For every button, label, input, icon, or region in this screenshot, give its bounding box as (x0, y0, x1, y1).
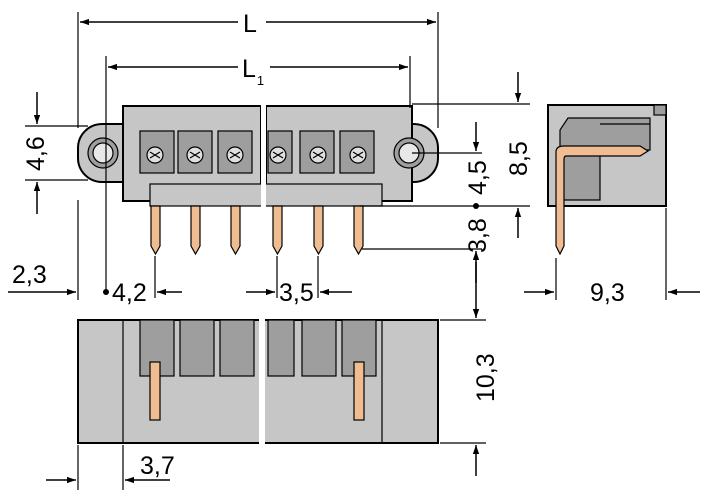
dim-10-3: 10,3 (472, 353, 500, 402)
dim-9-3: 9,3 (590, 279, 625, 307)
pin (230, 205, 241, 256)
pin (353, 205, 364, 256)
dim-4-2: 4,2 (112, 279, 147, 307)
bottom-view (77, 316, 439, 447)
dimensions: L L1 4,6 8,5 4,5 3,8 2,3 (8, 10, 700, 490)
screw-cavity (267, 130, 293, 174)
dim-2-3: 2,3 (12, 261, 47, 289)
screw-cavities (139, 130, 375, 174)
pin (190, 205, 201, 256)
pin (272, 205, 283, 256)
bottom-pin-left (149, 361, 161, 421)
bottom-pin-right (353, 361, 365, 421)
pin (150, 205, 161, 256)
side-latch (653, 104, 667, 116)
bottom-housing (77, 319, 439, 444)
screw-cavity (299, 130, 335, 174)
housing-break-gap (261, 102, 266, 206)
dim-8-5: 8,5 (505, 141, 533, 176)
bottom-break-gap (259, 316, 265, 447)
side-view (547, 104, 667, 256)
dim-3-8: 3,8 (464, 218, 492, 253)
solder-pins (150, 205, 364, 256)
screw-cavity (217, 130, 253, 174)
dim-L: L (243, 10, 257, 38)
dim-3-5: 3,5 (279, 279, 314, 307)
dim-3-7: 3,7 (140, 452, 175, 480)
pin (313, 205, 324, 256)
screw-cavity (139, 130, 175, 174)
front-view (77, 102, 439, 256)
side-cavity (559, 117, 651, 201)
screw-cavity (177, 130, 213, 174)
dim-4-6: 4,6 (22, 136, 50, 171)
dim-L1: L1 (242, 55, 264, 88)
screw-cavity (339, 130, 375, 174)
dim-4-5: 4,5 (464, 160, 492, 195)
bottom-slots (139, 319, 377, 377)
ledge-gap (261, 182, 266, 208)
bent-contact (555, 145, 650, 256)
mounting-hole-left (87, 137, 119, 169)
